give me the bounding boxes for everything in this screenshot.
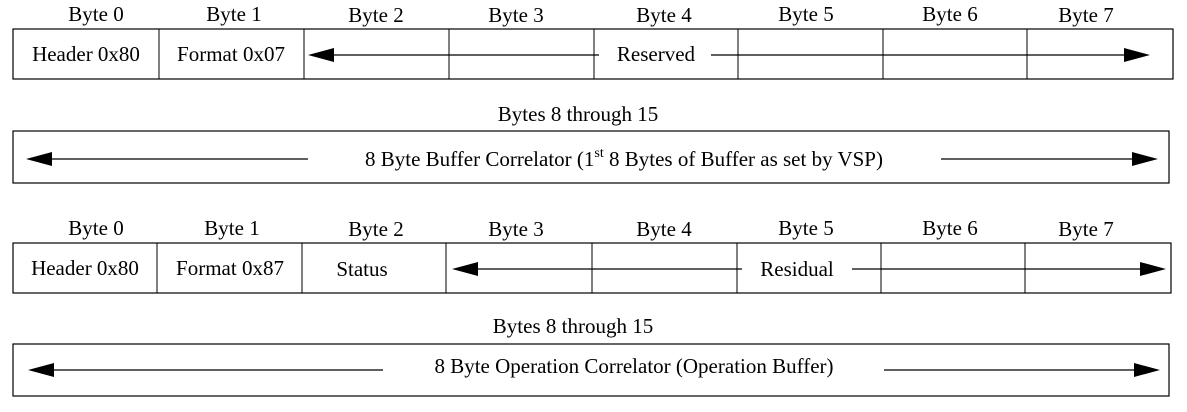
t1-byte-header-3: Byte 3 [488, 3, 543, 27]
row2-box [12, 130, 1170, 184]
left-arrowhead-icon [452, 262, 478, 276]
table1: Byte 0 Byte 1 Byte 2 Byte 3 Byte 4 Byte … [12, 2, 1174, 80]
row4-box [12, 343, 1170, 397]
row2-label-main: 8 Byte Buffer Correlator (1 [365, 147, 594, 171]
t1-byte-header-6: Byte 6 [922, 2, 977, 26]
t1-cell-format: Format 0x07 [177, 42, 285, 66]
left-arrowhead-icon [26, 152, 52, 166]
t1-span-label: Reserved [617, 42, 696, 66]
t2-span-label-bg [742, 256, 852, 282]
left-arrowhead-icon [28, 363, 54, 377]
t1-row-box [12, 28, 1174, 80]
row2-label-rest: 8 Bytes of Buffer as set by VSP) [604, 147, 883, 171]
t2-byte-header-5: Byte 5 [778, 216, 833, 240]
t1-byte-header-5: Byte 5 [778, 2, 833, 26]
t2-byte-header-0: Byte 0 [68, 216, 123, 240]
t2-cell-header: Header 0x80 [31, 256, 139, 280]
t1-span-label-bg [599, 42, 711, 68]
row4-caption: Bytes 8 through 15 [493, 314, 653, 338]
row2: Bytes 8 through 15 8 Byte Buffer Correla… [12, 102, 1170, 184]
t2-byte-header-4: Byte 4 [636, 217, 692, 241]
t2-byte-header-3: Byte 3 [488, 217, 543, 241]
t1-byte-header-4: Byte 4 [636, 3, 692, 27]
left-arrowhead-icon [308, 48, 334, 62]
right-arrowhead-icon [1134, 363, 1160, 377]
t2-byte-header-6: Byte 6 [922, 216, 977, 240]
t2-byte-header-7: Byte 7 [1058, 217, 1113, 241]
t2-cell-status: Status [336, 257, 387, 281]
t1-byte-header-0: Byte 0 [68, 2, 123, 26]
t2-byte-header-1: Byte 1 [204, 216, 259, 240]
row4: Bytes 8 through 15 8 Byte Operation Corr… [12, 314, 1170, 397]
right-arrowhead-icon [1124, 48, 1150, 62]
t2-span-label: Residual [760, 257, 834, 281]
t1-byte-header-1: Byte 1 [206, 2, 261, 26]
t2-cell-format: Format 0x87 [176, 256, 284, 280]
t2-byte-header-2: Byte 2 [348, 217, 403, 241]
row4-label: 8 Byte Operation Correlator (Operation B… [434, 354, 833, 378]
row2-label: 8 Byte Buffer Correlator (1st 8 Bytes of… [365, 146, 883, 171]
right-arrowhead-icon [1132, 152, 1158, 166]
t1-cell-header: Header 0x80 [32, 42, 140, 66]
right-arrowhead-icon [1140, 262, 1166, 276]
row2-caption: Bytes 8 through 15 [498, 102, 658, 126]
row2-label-superscript: st [594, 146, 603, 161]
t1-byte-header-7: Byte 7 [1058, 3, 1113, 27]
t1-byte-header-2: Byte 2 [348, 3, 403, 27]
table2: Byte 0 Byte 1 Byte 2 Byte 3 Byte 4 Byte … [12, 216, 1172, 294]
